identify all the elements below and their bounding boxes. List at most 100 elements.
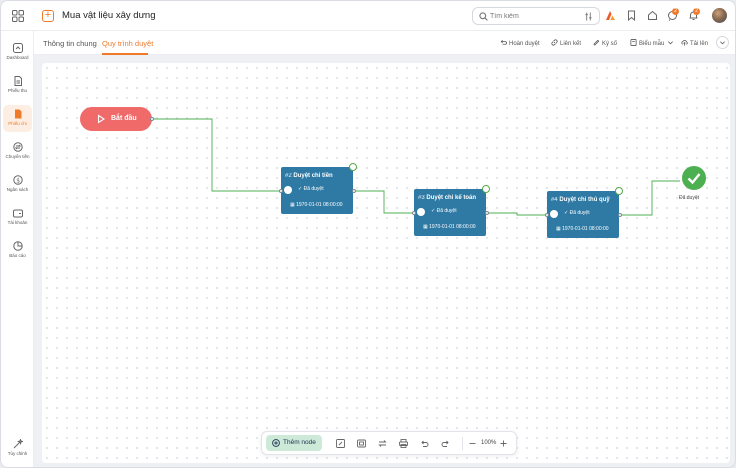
zoom-level: 100% [481, 440, 497, 446]
tab-approval-flow[interactable]: Quy trình duyệt [102, 39, 154, 48]
home-icon[interactable] [647, 10, 658, 21]
sidebar-item-dashboard[interactable]: Dashboard [3, 39, 32, 66]
sidebar-item-tuy-chinh[interactable]: Tùy chỉnh [3, 435, 32, 462]
approval-node-2[interactable]: #2 Duyệt chi tiền ✓ Đã duyệt ▦ 1970-01-0… [281, 163, 357, 214]
template-dropdown[interactable]: Biểu mẫu [630, 39, 676, 47]
node-2-output-port[interactable] [352, 189, 356, 193]
start-node[interactable]: Bắt đầu [80, 107, 152, 131]
sidebar-item-label: Báo cáo [9, 253, 26, 258]
approved-check-icon [615, 187, 623, 195]
undo-approval-button[interactable]: Hoàn duyệt [500, 39, 540, 47]
sidebar-item-ngan-sach[interactable]: $ Ngân sách [3, 171, 32, 198]
digital-sign-label: Ký số [602, 41, 618, 47]
payment-voucher-icon [14, 109, 21, 119]
sidebar-item-tai-khoan[interactable]: Tài khoản [3, 204, 32, 231]
approver-avatar [417, 208, 425, 216]
node-4-output-port[interactable] [618, 213, 622, 217]
approved-check-icon [482, 185, 490, 193]
template-icon [630, 39, 637, 46]
start-output-port[interactable] [150, 117, 154, 121]
chevron-down-icon [720, 41, 725, 45]
sidebar-item-phieu-chi[interactable]: Phiếu chi [3, 105, 32, 132]
calendar-icon: ▦ [423, 224, 428, 230]
bookmark-icon[interactable] [626, 10, 637, 21]
undo-approval-label: Hoàn duyệt [509, 41, 540, 47]
account-wallet-icon [12, 209, 23, 218]
node-timestamp: ▦ 1970-01-01 08:00:00 [556, 226, 609, 232]
node-name: Duyệt chi kế toán [426, 195, 477, 201]
node-3-input-port[interactable] [412, 211, 416, 215]
receipt-icon [14, 76, 22, 86]
add-icon[interactable]: + [42, 10, 54, 22]
tab-general-info[interactable]: Thông tin chung [43, 39, 97, 48]
top-bar: + Mua vật liệu xây dưng 2 2 [1, 1, 735, 31]
approval-node-4[interactable]: #4 Duyệt chi thủ quỹ ✓ Đã duyệt ▦ 1970-0… [547, 187, 623, 238]
digital-sign-button[interactable]: Ký số [593, 39, 617, 47]
workflow-canvas[interactable]: Bắt đầu #2 Duyệt chi tiền ✓ Đã duyệt ▦ 1… [42, 63, 730, 463]
minimap-icon[interactable] [357, 439, 366, 448]
customize-wand-icon [13, 439, 23, 449]
cloud-upload-icon [681, 40, 688, 46]
fit-view-icon[interactable] [336, 439, 345, 448]
sidebar-item-phieu-thu[interactable]: Phiếu thu [3, 72, 32, 99]
sidebar-item-label: Tùy chỉnh [7, 451, 28, 456]
apps-grid-icon[interactable] [12, 10, 24, 22]
check-icon [687, 173, 701, 185]
node-timestamp: ▦ 1970-01-01 08:00:00 [290, 202, 343, 208]
redo-icon[interactable] [441, 439, 450, 448]
link-icon [551, 39, 558, 46]
undo-icon [500, 40, 507, 45]
active-tab-indicator [102, 53, 148, 55]
workflow-edges [152, 118, 680, 216]
sidebar-item-label: Chuyển tiền [5, 154, 30, 159]
add-node-button[interactable]: Thêm node [266, 435, 322, 451]
search-input[interactable] [490, 11, 580, 22]
undo-icon[interactable] [420, 439, 429, 448]
start-node-label: Bắt đầu [111, 115, 137, 122]
swap-direction-icon[interactable] [378, 439, 387, 448]
svg-text:$: $ [16, 177, 20, 184]
approved-check-icon [349, 163, 357, 171]
calendar-icon: ▦ [556, 226, 561, 232]
node-4-input-port[interactable] [545, 213, 549, 217]
node-name: Duyệt chi thủ quỹ [559, 197, 610, 203]
approver-avatar [550, 210, 558, 218]
sidebar-item-bao-cao[interactable]: Báo cáo [3, 237, 32, 264]
node-2-input-port[interactable] [279, 189, 283, 193]
dashboard-icon [12, 43, 23, 53]
check-icon: ✓ [298, 186, 303, 192]
add-circle-icon [272, 439, 280, 447]
approval-node-3[interactable]: #3 Duyệt chi kế toán ✓ Đã duyệt ▦ 1970-0… [414, 185, 490, 236]
node-timestamp: ▦ 1970-01-01 08:00:00 [423, 224, 476, 230]
sidebar-item-chuyen-tien[interactable]: Chuyển tiền [3, 138, 32, 165]
node-number: #2 [285, 173, 292, 179]
filter-sliders-icon[interactable] [584, 12, 593, 21]
node-time-text: 1970-01-01 08:00:00 [296, 202, 343, 208]
edge-2-to-3 [354, 190, 414, 214]
node-title: #2 Duyệt chi tiền [285, 173, 333, 179]
node-status: ✓ Đã duyệt [564, 210, 590, 216]
calendar-icon: ▦ [290, 202, 295, 208]
user-avatar[interactable] [712, 8, 727, 23]
link-button[interactable]: Liên kết [551, 39, 581, 47]
search-box[interactable] [472, 7, 600, 25]
page-title: Mua vật liệu xây dưng [62, 10, 156, 21]
node-status-text: Đã duyệt [303, 186, 324, 192]
node-3-output-port[interactable] [485, 211, 489, 215]
node-title: #3 Duyệt chi kế toán [418, 195, 476, 201]
tab-bar: Thông tin chung Quy trình duyệt Hoàn duy… [34, 31, 735, 55]
node-number: #4 [551, 197, 558, 203]
upload-button[interactable]: Tải lên [681, 39, 708, 47]
sidebar-item-label: Phiếu chi [8, 121, 27, 126]
collapse-toggle[interactable] [716, 36, 729, 49]
zoom-out-icon[interactable] [468, 439, 477, 448]
edge-4-to-end [620, 180, 680, 216]
workflow-canvas-area: Bắt đầu #2 Duyệt chi tiền ✓ Đã duyệt ▦ 1… [34, 55, 735, 467]
node-title: #4 Duyệt chi thủ quỹ [551, 197, 610, 203]
approver-avatar [284, 186, 292, 194]
sidebar-item-label: Phiếu thu [7, 88, 27, 93]
print-icon[interactable] [399, 439, 408, 448]
zoom-in-icon[interactable] [499, 439, 508, 448]
end-node[interactable] [682, 166, 706, 190]
